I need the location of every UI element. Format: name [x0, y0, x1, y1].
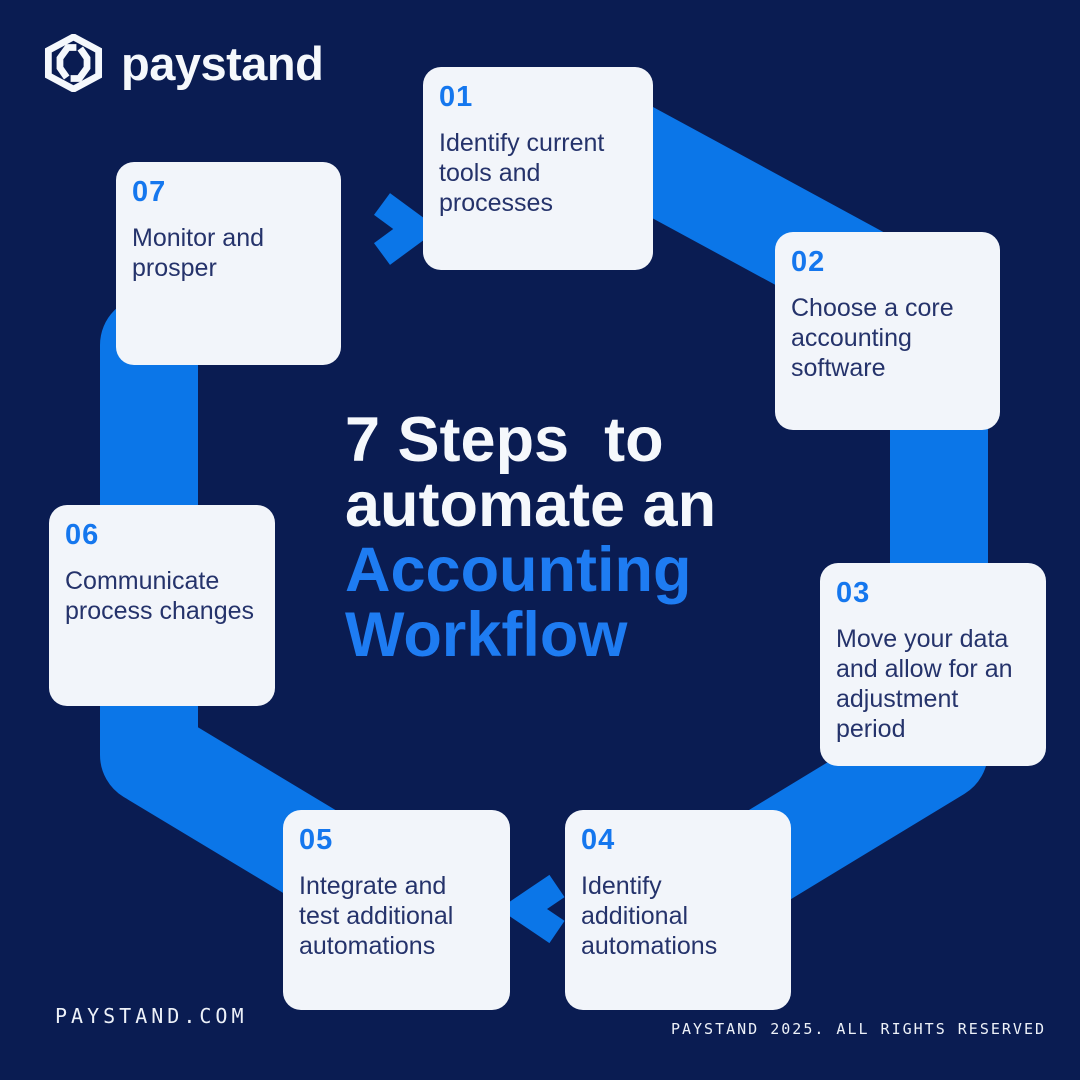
step-number: 06 [65, 519, 100, 551]
step-card-04: 04 Identify additional automations [565, 810, 791, 1010]
step-number: 02 [791, 246, 826, 278]
ring-arc-steps-1-to-4 [529, 73, 988, 946]
step-card-03: 03 Move your data and allow for an adjus… [820, 563, 1046, 766]
chevron-right-icon [374, 193, 439, 265]
step-text: Identify additional automations [581, 872, 718, 960]
chevron-left-icon [500, 874, 565, 944]
step-number: 04 [581, 824, 616, 856]
step-number: 05 [299, 824, 334, 856]
title-line-2: automate an [345, 470, 717, 540]
step-number: 03 [836, 577, 871, 609]
step-text: Choose a core accounting software [791, 294, 954, 382]
step-card-06: 06 Communicate process changes [49, 505, 275, 706]
paystand-hexagon-icon [44, 34, 103, 92]
title-line-4: Workflow [345, 600, 628, 670]
page-title: 7 Steps to automate an Accounting Workfl… [345, 408, 716, 668]
footer-website-url: PAYSTAND.COM [55, 1004, 248, 1028]
title-line-1: 7 Steps to [345, 405, 664, 475]
step-text: Move your data and allow for an adjustme… [836, 625, 1013, 743]
step-card-05: 05 Integrate and test additional automat… [283, 810, 510, 1010]
paystand-logo: paystand [42, 34, 324, 92]
step-text: Monitor and prosper [132, 224, 265, 282]
step-text: Identify current tools and processes [439, 129, 605, 217]
step-card-07: 07 Monitor and prosper [116, 162, 341, 365]
step-number: 01 [439, 81, 474, 113]
step-text: Integrate and test additional automation… [299, 872, 454, 960]
footer-copyright: PAYSTAND 2025. ALL RIGHTS RESERVED [670, 1020, 1046, 1038]
step-number: 07 [132, 176, 167, 208]
title-line-3: Accounting [345, 535, 692, 605]
logo-wordmark: paystand [121, 36, 324, 90]
step-text: Communicate process changes [65, 567, 255, 625]
step-card-02: 02 Choose a core accounting software [775, 232, 1000, 430]
step-card-01: 01 Identify current tools and processes [423, 67, 653, 270]
